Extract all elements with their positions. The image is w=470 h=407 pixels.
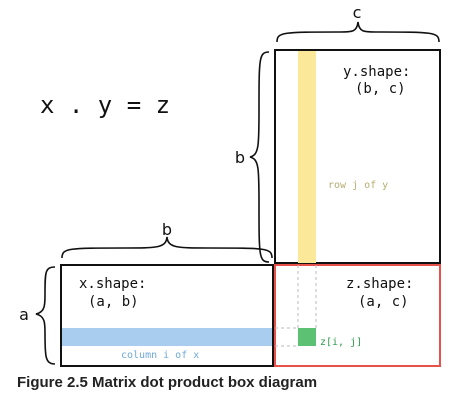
equation: x . y = z [40,91,170,119]
z-element-cell [298,328,316,346]
y-shape-label: y.shape: [343,64,410,80]
brace-top-c [276,21,440,43]
y-row-strip [298,51,316,263]
x-shape-label: x.shape: [79,276,146,292]
figure-caption: Figure 2.5 Matrix dot product box diagra… [17,374,318,391]
brace-left-a [35,266,56,365]
x-shape-value: (a, b) [88,294,139,310]
dim-label-a: a [19,305,29,324]
brace-top-b [61,236,273,259]
dim-label-b-bottom: b [162,220,172,239]
z-element-label: z[i, j] [320,337,362,348]
dim-label-c: c [353,3,362,22]
x-matrix-box [60,264,274,367]
x-column-strip [62,328,272,346]
brace-left-b [249,51,270,263]
z-shape-value: (a, c) [358,294,409,310]
dim-label-b-left: b [235,148,245,167]
x-column-label: column i of x [121,350,199,361]
y-row-label: row j of y [328,180,388,191]
z-matrix-box [274,264,441,367]
z-shape-label: z.shape: [346,276,413,292]
y-shape-value: (b, c) [355,81,406,97]
